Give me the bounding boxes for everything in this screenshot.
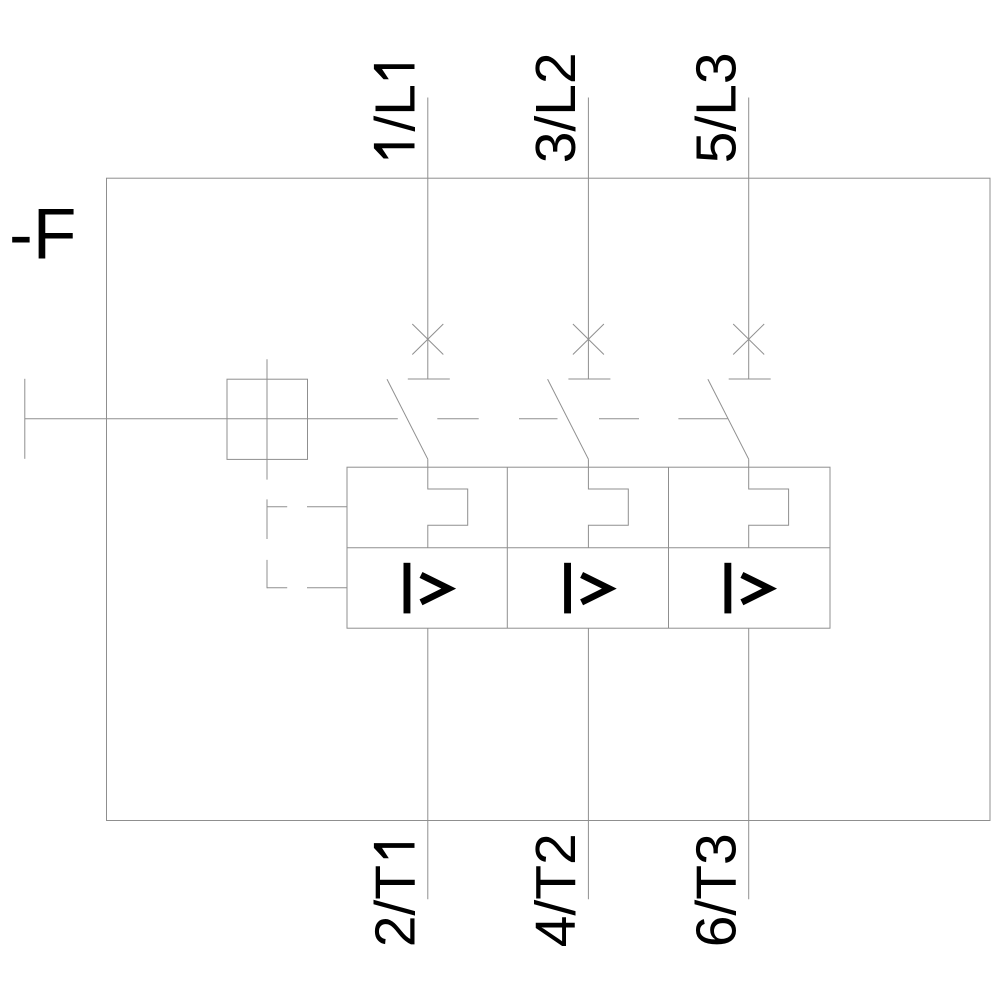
svg-text:4/T2: 4/T2	[524, 833, 588, 947]
svg-text:6/T3: 6/T3	[684, 833, 748, 947]
svg-text:2/T: 2/T	[364, 865, 428, 947]
svg-text:5/L3: 5/L3	[684, 52, 748, 163]
svg-text:3/L2: 3/L2	[524, 52, 588, 163]
svg-text:/L: /L	[364, 84, 428, 132]
svg-text:-F: -F	[9, 195, 77, 275]
